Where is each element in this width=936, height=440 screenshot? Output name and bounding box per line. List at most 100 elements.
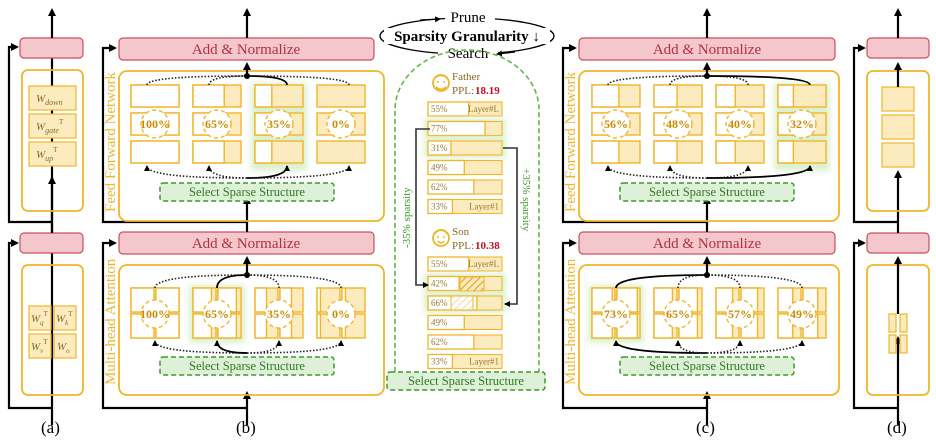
weight-row (316, 140, 366, 164)
ffn-block (578, 70, 840, 222)
caption-a: (a) (41, 418, 60, 437)
layer-sparsity-value: 55% (431, 259, 448, 269)
select-sparse-structure-button[interactable] (159, 356, 335, 376)
father-ppl-label: PPL: (452, 85, 474, 97)
add-normalize-box (866, 232, 930, 254)
select-sparse-structure-button[interactable] (386, 371, 546, 391)
sparsity-circle (787, 299, 817, 329)
sparsity-circle (202, 299, 232, 329)
added-sparsity-hatch (450, 295, 474, 311)
candidate-path (146, 75, 248, 86)
ffn-sparsity-option[interactable]: 0% (316, 84, 366, 164)
candidate-path (246, 75, 350, 86)
crossover-arrow-left (415, 128, 430, 288)
son-icon (432, 229, 450, 247)
select-sparse-structure-label: Select Sparse Structure (408, 374, 524, 388)
candidate-path (246, 274, 280, 289)
sparsity-percent: 0% (332, 117, 350, 131)
ffn-sparsity-option[interactable]: 56% (591, 84, 641, 164)
candidate-path (206, 165, 248, 179)
w-gate-box (28, 113, 77, 139)
sparsity-percent: 32% (790, 117, 814, 131)
sparsity-percent: 49% (790, 307, 814, 321)
layer-sparsity-value: 31% (431, 143, 448, 153)
add-normalize-label: Add & Normalize (192, 236, 301, 252)
layer-bar-kept (427, 334, 475, 350)
layer-sparsity-value: 62% (431, 182, 448, 192)
pruned-head (888, 334, 897, 354)
w-o-box (53, 333, 77, 359)
select-sparse-structure-label: Select Sparse Structure (189, 359, 305, 373)
select-sparse-structure-button[interactable] (619, 182, 795, 202)
selected-path (706, 165, 813, 179)
layer-bar: 33%Layer#1 (427, 198, 503, 215)
ffn-sparsity-option[interactable]: 100% (130, 84, 180, 164)
candidate-path (677, 274, 708, 289)
panel-c: Add & Normalize Multi-head Attention Add… (561, 8, 840, 437)
father-icon (432, 74, 450, 92)
select-sparse-structure-button[interactable] (159, 182, 335, 202)
candidate-path (675, 340, 708, 354)
sparsity-circle (140, 299, 170, 329)
sparsity-percent: 57% (728, 307, 752, 321)
layer-sparsity-value: 33% (431, 202, 448, 212)
layer-bar: 33%Layer#1 (427, 353, 503, 370)
removed-sparsity-hatch (459, 276, 485, 292)
layer-sparsity-value: 77% (431, 124, 448, 134)
w-q-box (28, 305, 52, 331)
residual-arrow (101, 44, 247, 224)
layer-sparsity-value: 55% (431, 104, 448, 114)
sparsity-percent: 40% (728, 117, 752, 131)
add-normalize-label: Add & Normalize (653, 236, 762, 252)
kept-portion (715, 84, 736, 108)
attention-sparsity-option[interactable]: 57% (715, 287, 765, 339)
w-up-label: WupT (36, 146, 58, 163)
attention-side-label: Multi-head Attention (103, 258, 119, 385)
layer-sparsity-value: 62% (431, 337, 448, 347)
layer-sparsity-value: 49% (431, 163, 448, 173)
layer-sparsity-value: 66% (431, 298, 448, 308)
panel-b: Add & Normalize Multi-head Attention Add… (101, 8, 385, 437)
attention-sparsity-option[interactable]: 49% (777, 287, 827, 339)
ffn-sparsity-option[interactable]: 48% (653, 84, 703, 164)
layer-bar-kept (427, 256, 470, 272)
ffn-sparsity-option[interactable]: 65% (192, 84, 242, 164)
ffn-side-label: Feed Forward Network (103, 72, 119, 212)
sparsity-percent: 35% (267, 117, 291, 131)
w-down-box (28, 85, 77, 111)
ffn-sparsity-option[interactable]: 35% (251, 83, 307, 171)
attention-sparsity-option[interactable]: 65% (653, 287, 703, 339)
sparsity-circle (264, 299, 294, 329)
layer-tag: Layer#L (468, 259, 499, 269)
layer-bar: 55% Layer#L (427, 256, 503, 272)
add-normalize-box (19, 37, 84, 59)
ffn-sparsity-option[interactable]: 40% (715, 84, 765, 164)
layer-bar-kept (427, 179, 475, 195)
candidate-path (669, 75, 708, 86)
ffn-sparsity-option[interactable]: 32% (774, 83, 830, 171)
ffn-side-label: Feed Forward Network (563, 72, 579, 212)
label-bg (445, 11, 495, 25)
sparsity-circle (326, 109, 356, 139)
kept-portion (715, 140, 736, 164)
attention-sparsity-option[interactable]: 35% (254, 287, 304, 339)
cycle-arrow (496, 50, 516, 57)
select-sparse-structure-button[interactable] (619, 356, 795, 376)
layer-bar: 49% (427, 159, 503, 176)
pruned-head (899, 334, 908, 354)
attention-sparsity-option[interactable]: 65% (189, 285, 245, 343)
sparsity-percent: 100% (140, 117, 170, 131)
layer-sparsity-value: 33% (431, 357, 448, 367)
select-sparse-structure-label: Select Sparse Structure (649, 359, 765, 373)
kept-portion (130, 140, 180, 164)
sparsity-circle (725, 299, 755, 329)
candidate-path (246, 274, 342, 289)
layer-tag: Layer#L (468, 104, 499, 114)
prune-label: Prune (451, 10, 486, 26)
sparsity-percent: 65% (205, 307, 229, 321)
attention-sparsity-option[interactable]: 73% (588, 285, 644, 343)
sparsity-percent: 56% (604, 117, 628, 131)
attention-sparsity-option[interactable]: 0% (316, 287, 366, 339)
attention-sparsity-option[interactable]: 100% (130, 287, 180, 339)
